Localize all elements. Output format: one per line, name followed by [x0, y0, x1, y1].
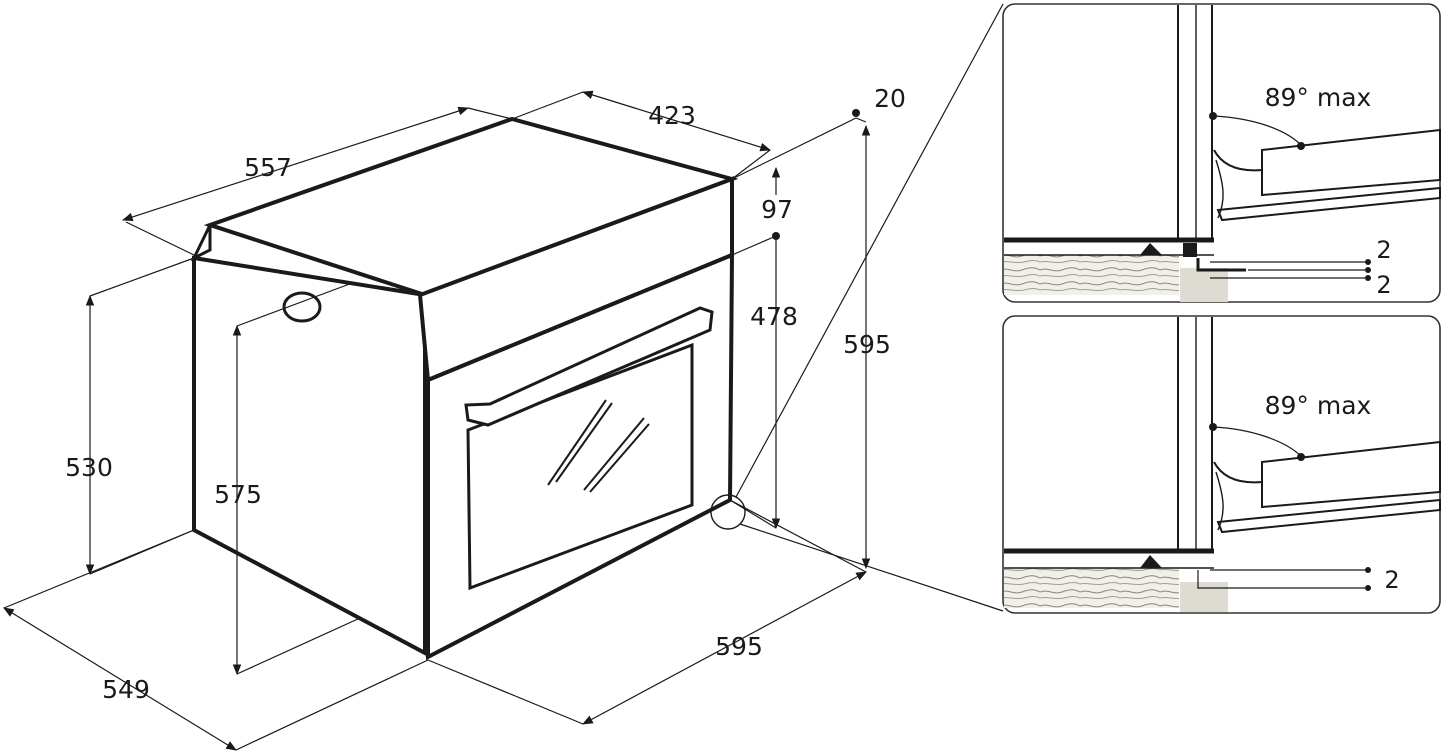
detail-panel-bottom	[1002, 315, 1441, 614]
dim-panel-offset: 20	[874, 84, 906, 113]
dim-depth: 549	[102, 675, 150, 704]
dim-width: 595	[715, 632, 763, 661]
dim-top-depth: 423	[648, 101, 696, 130]
detail-bottom-angle-label: 89° max	[1265, 391, 1372, 420]
detail-bottom-gap: 2	[1384, 566, 1399, 594]
oven-side-surface	[192, 255, 427, 657]
door-window	[466, 342, 694, 591]
dim-cutout-height: 575	[214, 480, 262, 509]
detail-panel-top	[1002, 3, 1441, 303]
oven-body	[190, 116, 746, 661]
dim-top-width: 557	[244, 153, 292, 182]
dim-total-height: 595	[843, 330, 891, 359]
detail-top-angle-label: 89° max	[1265, 83, 1372, 112]
dimension-lines	[3, 3, 1004, 751]
dim-side-height: 530	[65, 453, 113, 482]
dim-panel-height: 97	[761, 195, 793, 224]
dim-door-height: 478	[750, 302, 798, 331]
door-handle	[464, 306, 714, 427]
detail-top-gap-upper: 2	[1376, 236, 1391, 264]
detail-callout-circle	[710, 494, 746, 530]
side-vent	[282, 291, 322, 323]
detail-top-gap-lower: 2	[1376, 271, 1391, 299]
